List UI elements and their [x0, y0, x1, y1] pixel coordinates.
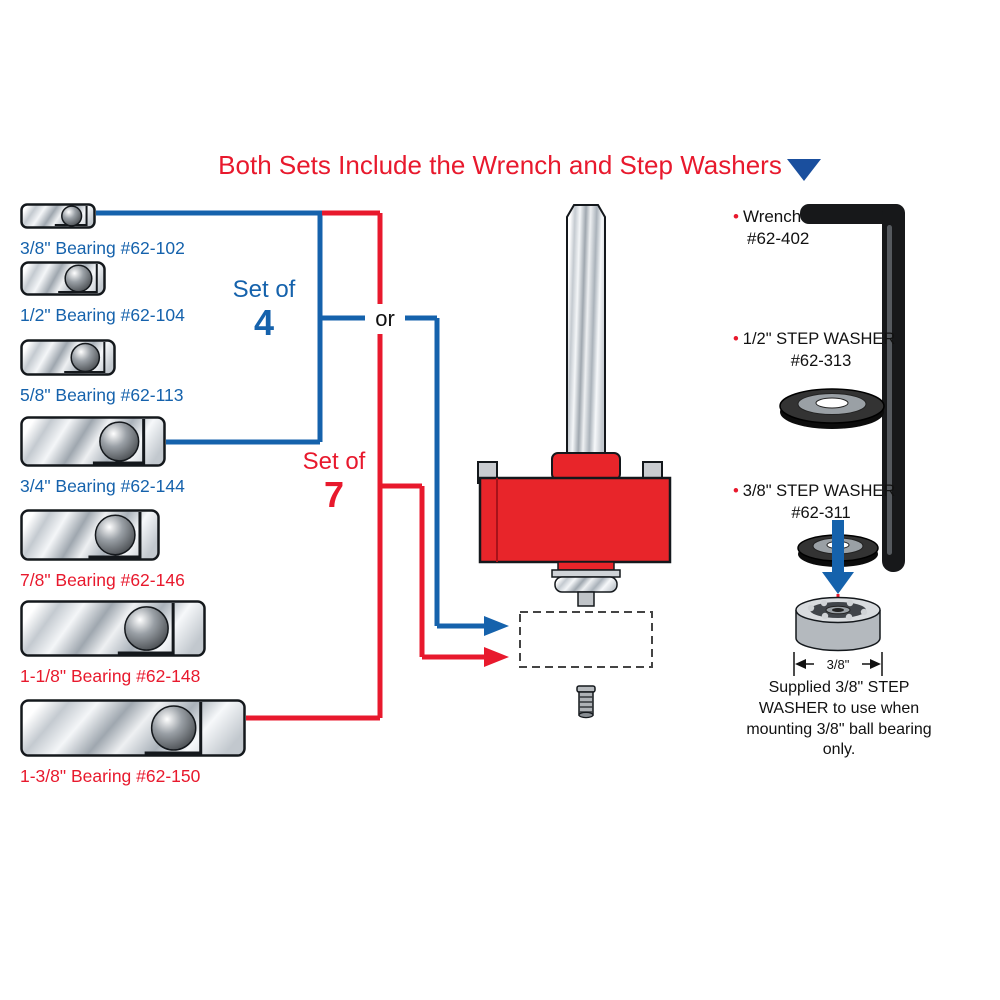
supplied-washer-note: Supplied 3/8" STEP WASHER to use when mo… [746, 679, 932, 759]
bearing-7-8-illustration [20, 509, 160, 561]
washer-38-block: •3/8" STEP WASHER #62-311 [733, 481, 909, 525]
bearing-item-1-2: 1/2" Bearing #62-104 [20, 261, 185, 326]
washer-half-part-number: #62-313 [790, 351, 852, 370]
triangle-down-icon [787, 159, 821, 181]
bearing-item-3-4: 3/4" Bearing #62-144 [20, 416, 185, 497]
bearing-label: 1-1/8" Bearing #62-148 [20, 666, 201, 686]
bearing-1-3-8-illustration [20, 699, 246, 757]
bit-bearing [554, 576, 618, 593]
bit-washer [551, 569, 621, 578]
set-of-7-label: Set of 7 [278, 448, 390, 513]
washer-38-name-line: •3/8" STEP WASHER [733, 481, 909, 503]
bullet-icon: • [733, 330, 739, 348]
bearing-item-3-8: 3/8" Bearing #62-102 [20, 203, 185, 259]
bearing-label: 3/4" Bearing #62-144 [20, 476, 185, 496]
bullet-icon: • [733, 482, 739, 500]
bearing-label: 1/2" Bearing #62-104 [20, 305, 185, 325]
bearing-label: 5/8" Bearing #62-113 [20, 385, 184, 405]
router-bit-shank [566, 204, 606, 458]
wrench-block: •Wrench #62-402 [733, 206, 843, 251]
router-bit-illustration [477, 204, 672, 719]
wrench-name: Wrench [742, 207, 802, 226]
bearing-placeholder-box [519, 611, 653, 668]
bearing-label: 7/8" Bearing #62-146 [20, 570, 185, 590]
bearing-label: 3/8" Bearing #62-102 [20, 238, 185, 258]
blue-arrowhead-icon [484, 616, 509, 636]
washer-half-block: •1/2" STEP WASHER #62-313 [733, 329, 909, 373]
bearing-item-7-8: 7/8" Bearing #62-146 [20, 509, 185, 591]
red-set-connector [246, 210, 486, 721]
bearing-1-2-illustration [20, 261, 106, 296]
bearing-3-8-illustration [20, 203, 96, 229]
bullet-icon: • [733, 207, 739, 226]
ball-bearing-illustration [795, 596, 881, 652]
washer-38-name: 3/8" STEP WASHER [742, 482, 896, 500]
bearing-label: 1-3/8" Bearing #62-150 [20, 766, 201, 786]
washer-half-name: 1/2" STEP WASHER [742, 330, 896, 348]
bearing-3-4-illustration [20, 416, 166, 467]
step-washer-half-illustration [779, 388, 885, 429]
washer-half-name-line: •1/2" STEP WASHER [733, 329, 909, 351]
red-arrowhead-icon [484, 647, 509, 667]
set-of-4-word: Set of [232, 276, 296, 303]
dimension-38: 3/8" [793, 652, 883, 676]
accessories-illustration: 3/8" [779, 204, 905, 676]
bearing-item-1-1-8: 1-1/8" Bearing #62-148 [20, 600, 206, 687]
router-bit-body [478, 476, 672, 564]
dimension-label: 3/8" [827, 657, 850, 672]
bearing-item-5-8: 5/8" Bearing #62-113 [20, 339, 184, 406]
wrench-part-number: #62-402 [747, 229, 810, 249]
or-label: or [365, 304, 405, 334]
router-bit-neck [551, 452, 621, 481]
set-of-4-count: 4 [253, 301, 275, 343]
bearing-screw [576, 685, 596, 719]
set-of-4-label: Set of 4 [208, 276, 320, 341]
bit-stub [577, 591, 595, 607]
bearing-1-1-8-illustration [20, 600, 206, 657]
washer-38-part-number: #62-311 [791, 503, 851, 522]
page-title: Both Sets Include the Wrench and Step Wa… [218, 150, 782, 180]
wrench-name-line: •Wrench [733, 206, 843, 228]
bearing-5-8-illustration [20, 339, 116, 376]
bit-step [557, 561, 615, 571]
hex-wrench-illustration [800, 204, 905, 572]
bearing-item-1-3-8: 1-3/8" Bearing #62-150 [20, 699, 246, 787]
set-of-7-count: 7 [323, 473, 345, 515]
set-of-7-word: Set of [302, 448, 366, 475]
